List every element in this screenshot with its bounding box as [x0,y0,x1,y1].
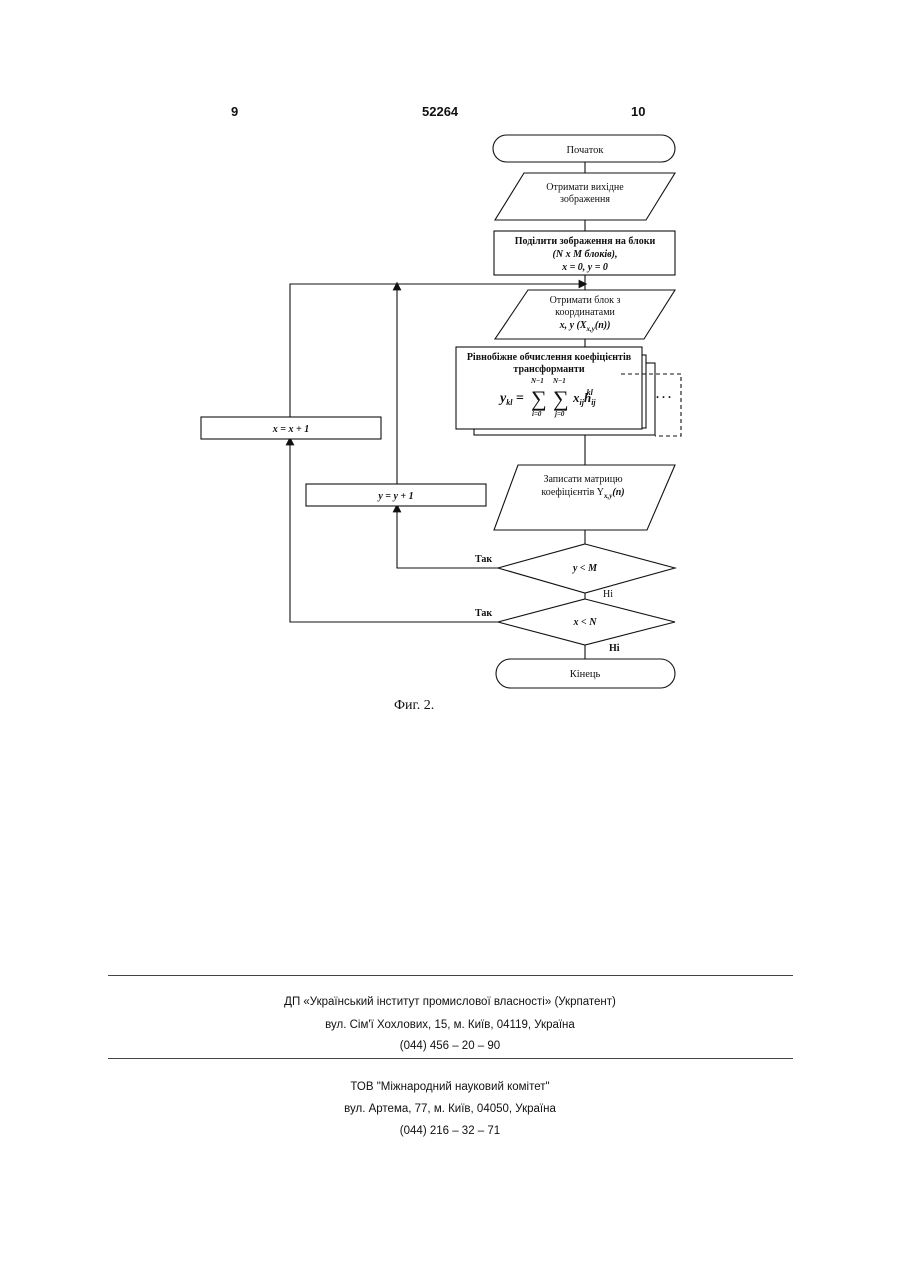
no-label-x: Ні [609,643,620,654]
svg-text:N−1: N−1 [552,377,566,385]
footer-divider-mid [108,1058,793,1059]
yes-label-x: Так [475,608,492,619]
figure-caption: Фиг. 2. [394,698,434,714]
org2-phone: (044) 216 – 32 – 71 [0,1125,900,1137]
get-image-label-2: зображення [560,194,610,205]
org2-address: вул. Артема, 77, м. Київ, 04050, Україна [0,1103,900,1115]
flowchart: Початок Отримати вихідне зображення Поді… [0,0,900,760]
divide-label-1: Поділити зображення на блоки [515,236,656,247]
org1-phone: (044) 456 – 20 – 90 [0,1040,900,1052]
yes-label-y: Так [475,554,492,565]
write-matrix-label-1: Записати матрицю [543,474,623,485]
ellipsis: . . . [656,387,671,401]
get-block-label-2: координатами [555,307,615,318]
get-block-label-1: Отримати блок з [550,295,621,306]
divide-label-2: (N x M блоків), [553,249,618,260]
org2-name: ТОВ "Міжнародний науковий комітет" [0,1081,900,1093]
org1-name: ДП «Український інститут промислової вла… [0,996,900,1008]
cond-x-label: x < N [573,617,598,628]
svg-text:∑: ∑ [553,386,569,411]
svg-text:i=0: i=0 [532,410,542,418]
inc-y-label: y = y + 1 [377,491,413,502]
cond-y-label: y < M [572,563,598,574]
parallel-label-1: Рівнобіжне обчислення коефіцієнтів [467,352,632,363]
footer-divider-top [108,975,793,976]
svg-text:j=0: j=0 [554,410,565,418]
get-image-label-1: Отримати вихідне [546,182,624,193]
no-label-y: Ні [603,589,613,600]
start-label: Початок [566,145,604,156]
parallel-label-2: трансформанти [513,364,584,375]
inc-x-label: x = x + 1 [272,424,309,435]
divide-label-3: x = 0, y = 0 [561,262,608,273]
svg-text:∑: ∑ [531,386,547,411]
svg-text:xijhijkl: xijhijkl [572,388,596,407]
svg-text:N−1: N−1 [530,377,544,385]
end-label: Кінець [570,669,601,680]
org1-address: вул. Сім'ї Хохлових, 15, м. Київ, 04119,… [0,1019,900,1031]
